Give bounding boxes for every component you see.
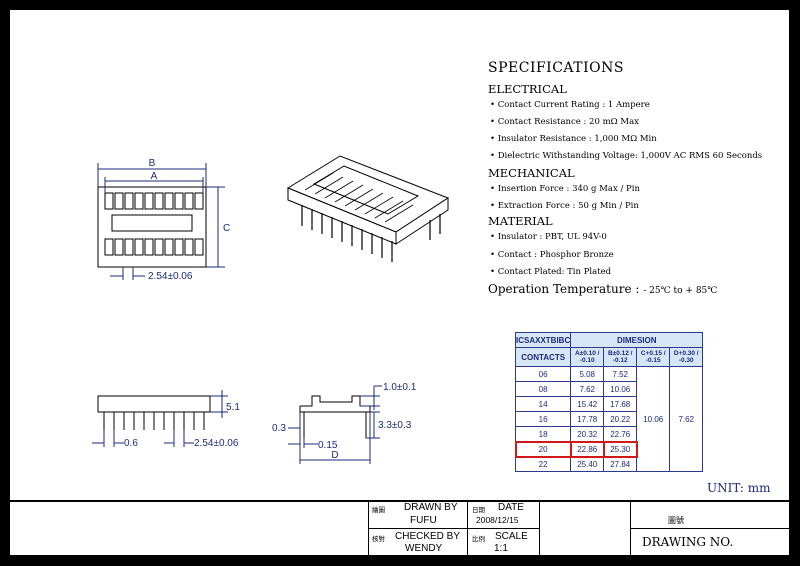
- spec-electrical-0: • Contact Current Rating : 1 Ampere: [490, 100, 650, 110]
- c-value-cell: 10.06: [636, 366, 671, 472]
- table-row: 22 25.40 27.84: [514, 456, 703, 472]
- mechanical-heading: MECHANICAL: [488, 166, 575, 180]
- dim-d-label: D: [331, 450, 338, 461]
- contacts-cell: 18: [514, 426, 572, 442]
- dim-t1-label: 1.0±0.1: [383, 382, 417, 393]
- a-cell: 15.42: [570, 396, 605, 412]
- b-cell: 22.76: [603, 426, 638, 442]
- a-cell: 20.32: [570, 426, 605, 442]
- dim-t4-label: 0.15: [318, 440, 338, 451]
- table-row: 18 20.32 22.76: [514, 426, 703, 442]
- isometric-view-drawing: [286, 155, 450, 262]
- drawn-label: DRAWN BY: [404, 502, 458, 513]
- contacts-cell: 06: [514, 366, 572, 382]
- a-cell: 22.86: [569, 440, 605, 458]
- checked-value: WENDY: [405, 543, 443, 554]
- dimension-header: DIMESION: [570, 332, 704, 348]
- contacts-cell: 14: [514, 396, 572, 412]
- contacts-cell: 16: [514, 411, 572, 427]
- spec-material-1: • Contact : Phosphor Bronze: [490, 250, 614, 260]
- b-cell: 17.68: [603, 396, 638, 412]
- b-cell: 27.84: [603, 456, 638, 472]
- part-number-cell: ICSAXXTBIBC: [514, 332, 572, 348]
- dim-b-label: B: [149, 158, 156, 169]
- drawn-cn: 繪圖: [372, 507, 385, 514]
- col-a-header: A±0.10 / -0.10: [570, 347, 605, 367]
- b-cell: 20.22: [603, 411, 638, 427]
- dim-t3-label: 3.3±0.3: [378, 420, 412, 431]
- b-cell: 7.52: [603, 366, 638, 382]
- b-cell: 25.30: [602, 440, 638, 458]
- a-cell: 7.62: [570, 381, 605, 397]
- checked-label: CHECKED BY: [395, 531, 461, 542]
- drawing-sheet: B A C 2.54±0.06: [8, 8, 791, 557]
- specifications-title: SPECIFICATIONS: [488, 60, 624, 76]
- spec-mechanical-1: • Extraction Force : 50 g Min / Pin: [490, 201, 639, 211]
- unit-label: UNIT: mm: [707, 481, 771, 495]
- date-cn: 日期: [472, 507, 485, 514]
- a-cell: 5.08: [570, 366, 605, 382]
- electrical-heading: ELECTRICAL: [488, 82, 567, 96]
- date-value: 2008/12/15: [476, 515, 519, 525]
- a-cell: 25.40: [570, 456, 605, 472]
- contacts-cell: 22: [514, 456, 572, 472]
- dim-height-label: 5.1: [226, 402, 240, 413]
- dim-pin-width-label: 0.6: [124, 438, 138, 449]
- dim-t2-label: 0.3: [272, 423, 286, 434]
- d-value-cell: 7.62: [669, 366, 704, 472]
- b-cell: 10.06: [603, 381, 638, 397]
- end-view-drawing: 1.0±0.1 0.3 3.3±0.3 0.15 D: [272, 382, 417, 464]
- contacts-header: CONTACTS: [514, 347, 572, 367]
- dimension-table: ICSAXXTBIBC DIMESION CONTACTS A±0.10 / -…: [514, 332, 704, 472]
- drawing-no-cn: 圖號: [668, 516, 684, 525]
- title-block: [10, 500, 789, 555]
- table-row: 06 5.08 7.52 10.06 7.62: [514, 366, 704, 472]
- col-b-header: B±0.12 / -0.12: [603, 347, 638, 367]
- drawing-no-label: DRAWING NO.: [642, 535, 734, 549]
- contacts-cell: 08: [514, 381, 572, 397]
- side-view-drawing: 5.1 0.6 2.54±0.06: [92, 390, 240, 449]
- material-heading: MATERIAL: [488, 214, 553, 228]
- drawn-value: FUFU: [410, 515, 437, 526]
- dim-a-label: A: [151, 171, 158, 182]
- a-cell: 17.78: [570, 411, 605, 427]
- table-row: 16 17.78 20.22: [514, 411, 703, 427]
- scale-value: 1:1: [494, 543, 508, 554]
- operation-temperature: Operation Temperature : - 25℃ to + 85℃: [488, 282, 717, 296]
- date-label: DATE: [498, 502, 524, 513]
- checked-cn: 核對: [372, 536, 385, 543]
- scale-label: SCALE: [495, 531, 528, 542]
- col-d-header: D+0.30 / -0.30: [669, 347, 704, 367]
- dim-c-label: C: [223, 223, 230, 234]
- spec-material-2: • Contact Plated: Tin Plated: [490, 267, 612, 277]
- contacts-cell: 20: [514, 440, 572, 458]
- dim-pitch-top-label: 2.54±0.06: [148, 271, 193, 282]
- dim-pitch-side-label: 2.54±0.06: [194, 438, 239, 449]
- op-temp-label: Operation Temperature :: [488, 282, 640, 296]
- spec-electrical-1: • Contact Resistance : 20 mΩ Max: [490, 117, 639, 127]
- scale-cn: 比例: [472, 536, 485, 543]
- spec-electrical-2: • Insulator Resistance : 1,000 MΩ Min: [490, 134, 657, 144]
- op-temp-value: - 25℃ to + 85℃: [643, 286, 718, 296]
- spec-mechanical-0: • Insertion Force : 340 g Max / Pin: [490, 184, 640, 194]
- top-view-drawing: B A C 2.54±0.06: [97, 158, 230, 282]
- col-c-header: C+0.15 / -0.15: [636, 347, 671, 367]
- spec-electrical-3: • Dielectric Withstanding Voltage: 1,000…: [490, 151, 763, 161]
- spec-material-0: • Insulator : PBT, UL 94V-0: [490, 232, 607, 242]
